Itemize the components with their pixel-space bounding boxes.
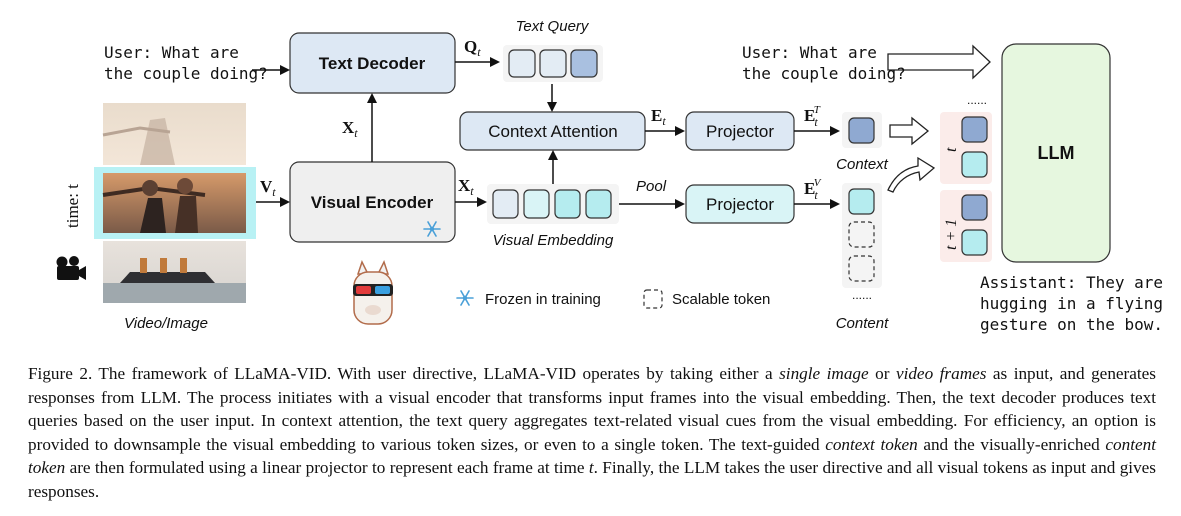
snowflake-icon — [456, 290, 474, 306]
llama-icon — [353, 260, 393, 325]
user-query-right-line1: User: What are — [742, 43, 877, 62]
llm-label: LLM — [1038, 143, 1075, 163]
frame-2 — [103, 173, 246, 233]
pool-label: Pool — [636, 178, 667, 195]
hollow-arrow-content — [887, 156, 936, 193]
legend-frozen-label: Frozen in training — [485, 291, 601, 308]
user-query-right-line2: the couple doing? — [742, 64, 906, 83]
llm-content-token — [961, 229, 988, 256]
t-label: t — [943, 147, 960, 152]
ett-symbol: EtT — [804, 104, 821, 129]
snowflake-icon — [423, 221, 441, 237]
content-dots: ...... — [852, 288, 872, 302]
video-image-label: Video/Image — [124, 315, 208, 332]
context-token — [848, 117, 875, 144]
content-token-scalable — [848, 255, 875, 282]
frame-1 — [103, 103, 246, 165]
text-decoder-label: Text Decoder — [319, 54, 426, 73]
content-label: Content — [836, 315, 889, 332]
visual-embedding-token — [523, 189, 550, 219]
legend-scalable-label: Scalable token — [672, 291, 770, 308]
assistant-reply-line3: gesture on the bow. — [980, 315, 1163, 334]
et-symbol: Et — [651, 106, 666, 128]
framework-diagram: time: t Video/Image User: What are the c… — [56, 18, 1163, 334]
hollow-arrow-query — [887, 44, 991, 80]
content-token-scalable — [848, 221, 875, 248]
projector-top-label: Projector — [706, 122, 774, 141]
hollow-arrow-context — [889, 116, 930, 146]
visual-embedding-token — [585, 189, 612, 219]
time-label: time: t — [63, 184, 82, 228]
user-query-line2: the couple doing? — [104, 64, 268, 83]
assistant-reply-line1: Assistant: They are — [980, 273, 1163, 292]
context-attention-label: Context Attention — [488, 122, 617, 141]
text-query-token — [508, 49, 536, 78]
context-label: Context — [836, 156, 889, 173]
xt-up-symbol: Xt — [342, 118, 358, 140]
figure-caption: Figure 2. The framework of LLaMA-VID. Wi… — [28, 364, 1156, 501]
etv-symbol: EtV — [804, 177, 822, 202]
user-query-line1: User: What are — [104, 43, 239, 62]
text-query-token — [570, 49, 598, 78]
visual-embedding-token — [554, 189, 581, 219]
visual-embedding-token — [492, 189, 519, 219]
llm-context-token — [961, 116, 988, 143]
t1-label: t + 1 — [943, 219, 960, 250]
video-frames — [94, 103, 256, 303]
legend-scalable-token — [643, 289, 663, 309]
text-query-label: Text Query — [516, 18, 590, 35]
text-query-token — [539, 49, 567, 78]
llm-content-token — [961, 151, 988, 178]
assistant-reply-line2: hugging in a flying — [980, 294, 1163, 313]
llm-box — [1001, 43, 1111, 263]
vt-symbol: Vt — [260, 177, 276, 199]
visual-encoder-label: Visual Encoder — [311, 193, 434, 212]
camera-icon — [56, 256, 86, 280]
visual-embedding-label: Visual Embedding — [493, 232, 614, 249]
llm-tokens-top-dots: ...... — [967, 93, 987, 107]
content-token — [848, 188, 875, 215]
llm-context-token — [961, 194, 988, 221]
qt-symbol: Qt — [464, 37, 481, 59]
projector-bottom-label: Projector — [706, 195, 774, 214]
xt-right-symbol: Xt — [458, 176, 474, 198]
